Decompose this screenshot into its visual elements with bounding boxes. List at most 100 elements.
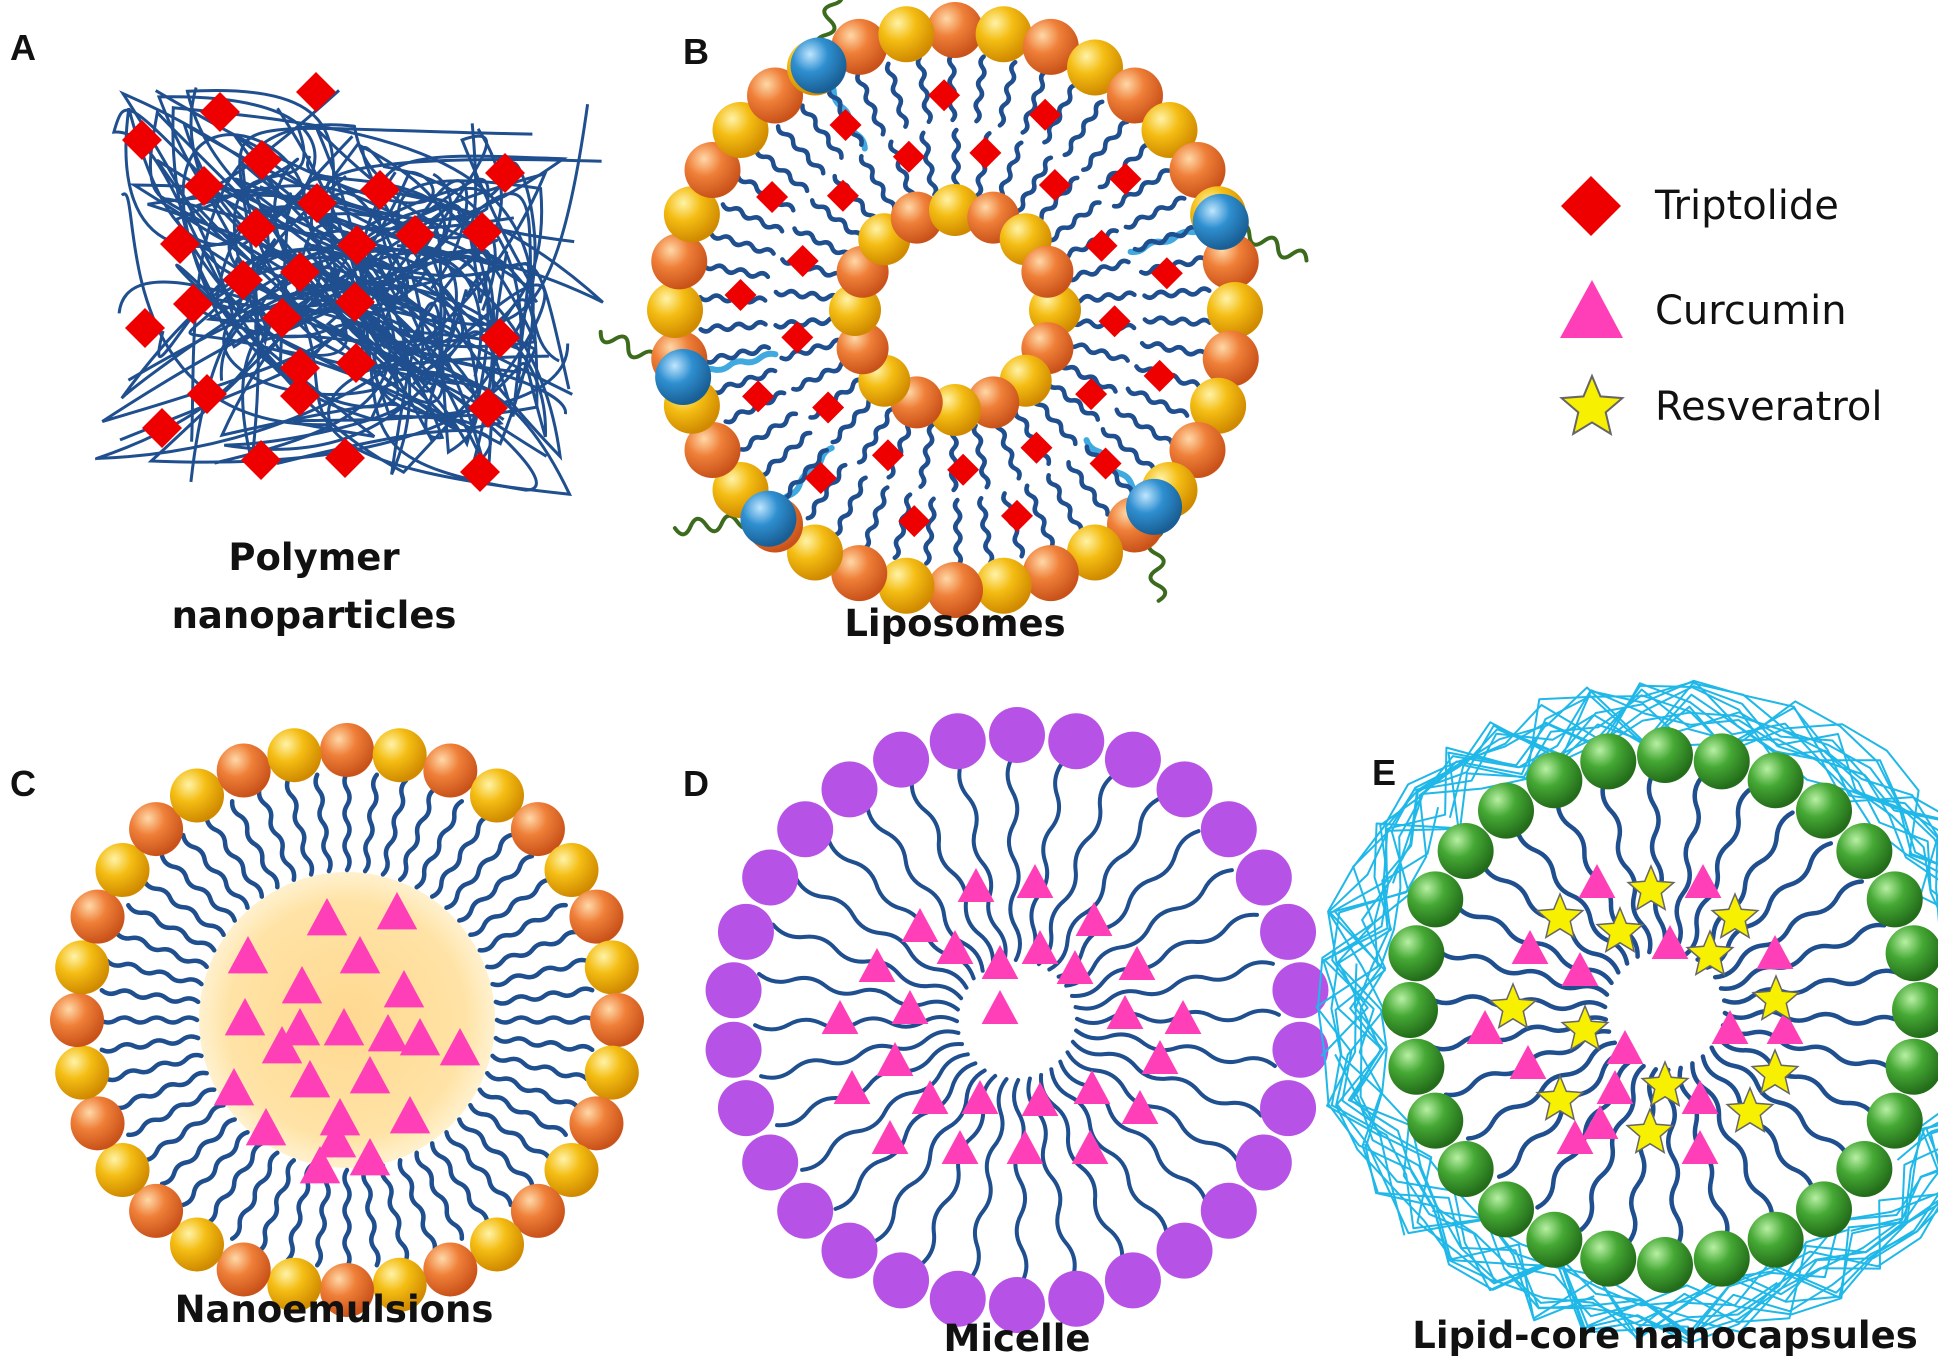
curcumin-triangle (821, 1000, 859, 1034)
lipid-tail (923, 496, 937, 566)
triptolide-diamond (241, 440, 281, 480)
curcumin-triangle (1511, 930, 1549, 964)
resveratrol-star (1750, 1048, 1800, 1095)
legend-item-curcumin: Curcumin (1560, 280, 1847, 338)
lipid-tail (180, 832, 250, 910)
resveratrol-star (1626, 864, 1676, 911)
resveratrol-star (1625, 1107, 1675, 1154)
head-bead (1190, 377, 1247, 434)
lipid-tail (969, 1077, 1009, 1280)
head-bead (651, 233, 708, 290)
lipid-tail (1062, 99, 1105, 158)
lipid-tail (1066, 460, 1110, 517)
curcumin-triangle (319, 1098, 361, 1136)
head-bead (821, 1222, 878, 1279)
head-bead (55, 940, 110, 995)
lipid-tail (380, 777, 409, 877)
lipid-tail (861, 485, 890, 551)
head-bead (1260, 1080, 1317, 1137)
lipid-tail (1709, 1045, 1851, 1160)
lipid-tail (758, 430, 813, 478)
lipid-tail (1123, 195, 1187, 230)
lipid-tail (444, 1130, 514, 1208)
lipid-tail (284, 777, 315, 877)
lipid-tail (361, 1166, 381, 1268)
lipid-tail (493, 1035, 595, 1053)
head-bead (878, 557, 935, 614)
peg-lipid-head (1192, 193, 1249, 250)
lipid-tail (1070, 1039, 1263, 1118)
triptolide-diamond (969, 136, 1002, 169)
head-bead (1836, 1140, 1893, 1197)
head-bead (169, 768, 224, 823)
lipid-tail (1100, 426, 1156, 473)
head-bead (1637, 727, 1693, 783)
head-bead (705, 962, 762, 1019)
triptolide-diamond (468, 388, 508, 428)
curcumin-triangle (1141, 1040, 1179, 1074)
lipid-tail (1114, 407, 1175, 447)
triptolide-diamond (297, 183, 337, 223)
caption-micelle: Micelle (944, 1317, 1091, 1360)
triptolide-diamond (280, 376, 320, 416)
lipid-tail (856, 406, 895, 465)
triptolide-diamond (462, 212, 502, 252)
triptolide-diamond (223, 260, 263, 300)
polymer-strand (175, 192, 570, 438)
lipid-tail (1720, 1023, 1895, 1073)
caption-nanoemulsions: Nanoemulsions (175, 1288, 494, 1331)
lipid-tail (918, 422, 935, 489)
legend-item-resveratrol: Resveratrol (1559, 373, 1883, 437)
lipid-tail (993, 417, 1022, 481)
head-bead (470, 1217, 525, 1272)
head-bead (1235, 849, 1292, 906)
head-bead (821, 761, 878, 818)
triptolide-diamond (1150, 257, 1183, 290)
lipid-tail (1012, 1078, 1029, 1284)
curcumin-triangle (1466, 1010, 1504, 1044)
lipid-tail (485, 1070, 581, 1110)
lipid-tail (1111, 168, 1171, 209)
lipid-tail (771, 922, 964, 1001)
lipid-tail (702, 344, 772, 365)
lipid-tail (1015, 155, 1054, 214)
lipid-tail (1671, 775, 1704, 953)
lipid-tail (494, 1015, 597, 1025)
head-bead (975, 6, 1032, 63)
lipid-tail (477, 902, 568, 953)
lipid-tail (397, 1158, 438, 1254)
lipid-tail (886, 416, 915, 480)
triptolide-molecules (724, 79, 1183, 538)
head-bead (1637, 1237, 1693, 1293)
head-bead (216, 743, 271, 798)
head-bead (831, 545, 888, 602)
head-bead (929, 713, 986, 770)
curcumin-triangle (911, 1080, 949, 1114)
lipid-tail (1025, 760, 1065, 963)
curcumin-triangle (399, 1018, 441, 1056)
head-bead (1388, 925, 1445, 982)
curcumin-triangle (306, 898, 348, 936)
lipid-tail (779, 337, 845, 362)
curcumin-triangle (1581, 1105, 1619, 1139)
lipid-tail (720, 202, 785, 234)
lipid-tail (952, 497, 963, 568)
lipid-tail (97, 1015, 200, 1025)
head-bead (569, 889, 624, 944)
head-bead (95, 1143, 150, 1198)
lipid-tail (698, 320, 768, 334)
lipid-tail (444, 832, 514, 910)
lipid-tail (257, 1158, 297, 1254)
curcumin-triangle (439, 1028, 481, 1066)
curcumin-triangle (1121, 1090, 1159, 1124)
head-bead (747, 67, 804, 124)
head-bead (1526, 1211, 1583, 1268)
head-bead (684, 422, 741, 478)
head-bead (544, 1143, 599, 1198)
head-bead (1156, 1222, 1213, 1279)
polymer-strand (94, 89, 548, 483)
lipid-tail (888, 139, 917, 203)
lipid-tail (773, 315, 841, 330)
head-bead (267, 1257, 322, 1312)
